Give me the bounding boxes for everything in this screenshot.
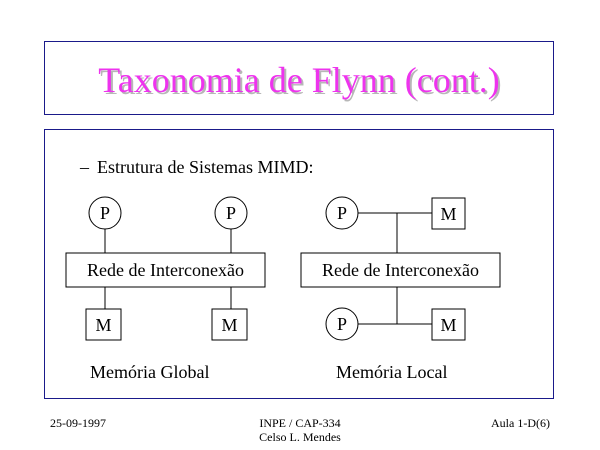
processor-node [325,307,359,341]
processor-node [88,196,122,230]
processor-label: P [226,203,236,223]
processor-node [214,196,248,230]
interconnect-network-label: Rede de Interconexão [322,260,479,280]
memory-module [431,197,466,230]
memory-label: M [95,315,111,335]
footer-course: INPE / CAP-334 [259,416,341,430]
processor-node [325,196,359,230]
bullet-text: Estrutura de Sistemas MIMD: [97,157,314,177]
slide-title: Taxonomia de Flynn (cont.) [98,60,500,100]
bullet-dash: – [80,157,89,177]
memory-module [211,308,248,341]
memory-label: M [440,204,456,224]
bullet-item: –Estrutura de Sistemas MIMD: [80,156,313,178]
footer-lecture: Aula 1-D(6) [491,416,550,430]
memory-module [431,308,466,341]
interconnect-network-box [65,252,266,288]
footer-date: 25-09-1997 [50,416,106,430]
global-memory-caption: Memória Global [90,362,210,382]
memory-module [85,308,122,341]
local-memory-caption: Memória Local [336,362,448,382]
interconnect-network-label: Rede de Interconexão [87,260,244,280]
processor-label: P [337,203,347,223]
footer-author: Celso L. Mendes [259,430,341,444]
processor-label: P [100,203,110,223]
content-frame [44,129,554,399]
local-memory-diagram: P M Rede de Interconexão P M [300,196,501,341]
global-memory-diagram: P P Rede de Interconexão M M [65,196,266,341]
processor-label: P [337,314,347,334]
memory-label: M [440,315,456,335]
title-frame: Taxonomia de Flynn (cont.) [44,41,554,115]
memory-label: M [221,315,237,335]
interconnect-network-box [300,252,501,288]
